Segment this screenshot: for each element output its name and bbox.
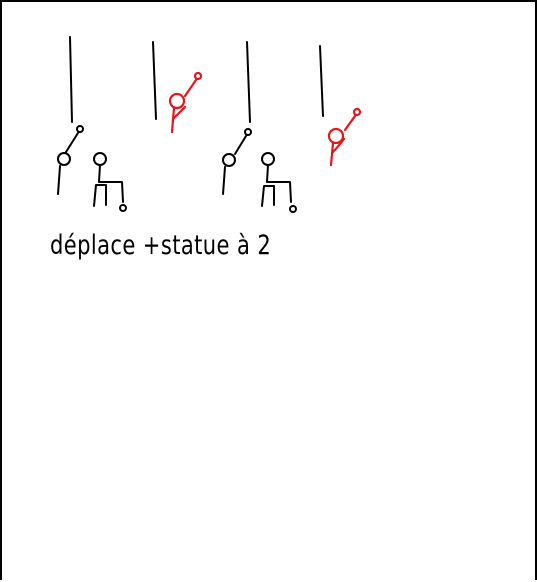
group-2 [152, 41, 203, 134]
hanging-rope [246, 41, 251, 123]
group-3 [222, 41, 297, 213]
figure-reaching-up [57, 125, 84, 195]
red-figure-reaching-up [327, 107, 362, 167]
figure-seated-on-chair [93, 152, 127, 212]
hanging-rope [69, 36, 73, 123]
figure-seated-on-chair [261, 152, 297, 213]
hanging-rope [319, 45, 324, 117]
figure-reaching-up [222, 128, 252, 195]
hanging-rope [152, 41, 157, 120]
group-1 [57, 36, 127, 212]
handwritten-caption: déplace +statue à 2 [50, 230, 272, 261]
red-figure-reaching-up [168, 71, 203, 134]
group-4 [319, 45, 362, 167]
